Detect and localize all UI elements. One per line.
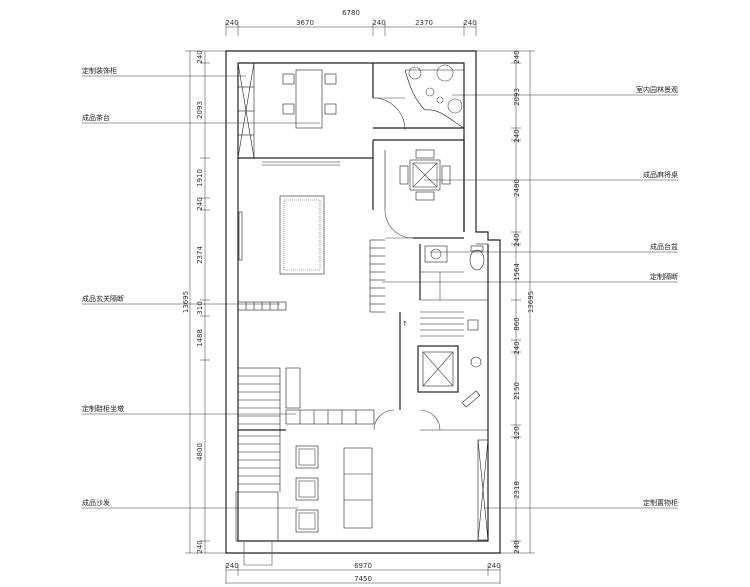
bottom-dim-1: 240 xyxy=(225,562,238,570)
top-dim-5: 240 xyxy=(463,19,476,27)
right-dim-2: 2093 xyxy=(513,88,521,106)
label-entrance-partition: 成品玄关隔断 xyxy=(82,294,124,303)
left-annotations: 定制装饰柜 成品茶台 成品玄关隔断 定制鞋柜坐墩 成品沙发 xyxy=(82,66,320,509)
tea-room xyxy=(237,62,373,166)
tea-chair xyxy=(282,103,295,115)
staircase xyxy=(369,239,385,313)
label-storage-cabinet: 定制置物柜 xyxy=(643,498,678,507)
tea-chair xyxy=(324,73,337,85)
indoor-garden xyxy=(372,63,465,131)
label-decorative-cabinet: 定制装饰柜 xyxy=(82,66,117,75)
left-dim-6: 310 xyxy=(196,301,204,314)
left-dim-1: 240 xyxy=(196,50,204,63)
small-table xyxy=(467,319,479,331)
right-dim-5: 240 xyxy=(513,233,521,246)
label-sofa: 成品沙发 xyxy=(82,498,110,507)
svg-text:↑: ↑ xyxy=(402,320,408,328)
shower-room xyxy=(417,345,459,393)
left-dim-4: 240 xyxy=(196,197,204,210)
mahjong-chair xyxy=(415,191,435,201)
label-mahjong-table: 成品麻将桌 xyxy=(643,170,678,179)
left-dim-2: 2093 xyxy=(196,101,204,119)
top-dim-2: 3670 xyxy=(296,19,314,27)
right-annotations: 室内园林景观 成品麻将桌 成品台盆 定制隔断 定制置物柜 xyxy=(382,85,678,509)
small-stool xyxy=(470,356,482,368)
left-dimension: 240 2093 1910 240 2374 310 1488 4800 240… xyxy=(182,50,226,554)
top-dim-3: 240 xyxy=(372,19,385,27)
washbasin xyxy=(424,245,448,263)
right-dim-8: 240 xyxy=(513,341,521,354)
right-dimension: 240 2093 240 2480 240 1564 860 240 2150 … xyxy=(476,50,535,554)
toilet xyxy=(469,249,485,271)
right-dim-7: 860 xyxy=(513,317,521,330)
label-washbasin: 成品台盆 xyxy=(650,242,678,251)
sofa-area xyxy=(235,439,489,566)
tea-chair xyxy=(282,73,295,85)
right-dim-9: 2150 xyxy=(513,382,521,400)
top-total-dim: 6780 xyxy=(342,9,360,17)
sofa xyxy=(343,447,373,529)
top-dimension: 6780 240 3670 240 2370 240 xyxy=(225,9,477,36)
mahjong-room xyxy=(372,139,465,239)
stair-landing: ↑ xyxy=(399,311,488,431)
left-total-dim: 13695 xyxy=(182,291,190,313)
mahjong-chair xyxy=(399,165,409,185)
left-dim-5: 2374 xyxy=(196,246,204,264)
right-dim-4: 2480 xyxy=(513,179,521,197)
right-dim-3: 240 xyxy=(513,129,521,142)
mahjong-chair xyxy=(415,149,435,159)
armchair xyxy=(295,477,319,501)
carpet xyxy=(279,195,325,275)
right-dim-1: 240 xyxy=(513,50,521,63)
plant-icon xyxy=(436,64,454,82)
label-partition: 定制隔断 xyxy=(650,272,678,281)
stone-icon xyxy=(425,87,435,97)
reclining-chair xyxy=(461,390,481,408)
left-dim-8: 4800 xyxy=(196,443,204,461)
top-dim-1: 240 xyxy=(225,19,238,27)
right-total-dim: 13695 xyxy=(527,291,535,313)
left-dim-3: 1910 xyxy=(196,169,204,187)
shoe-cabinet-long xyxy=(285,409,375,425)
right-dim-6: 1564 xyxy=(513,263,521,281)
plant-icon xyxy=(447,98,463,114)
right-dim-10: 120 xyxy=(513,426,521,439)
bottom-dim-3: 240 xyxy=(487,562,500,570)
label-garden: 室内园林景观 xyxy=(636,85,678,94)
sofa-block xyxy=(235,491,279,542)
bottom-total-dim: 7450 xyxy=(354,575,372,583)
mahjong-chair xyxy=(441,165,451,185)
plant-icon xyxy=(408,66,422,80)
shoe-bench xyxy=(285,367,301,409)
bottom-dim-2: 6970 xyxy=(354,562,372,570)
stone-icon xyxy=(436,96,444,104)
storage-cabinet xyxy=(477,439,489,541)
armchair xyxy=(295,509,319,533)
shoe-cabinet xyxy=(238,367,395,431)
bottom-dimension: 240 6970 240 7450 xyxy=(225,562,501,584)
label-tea-table: 成品茶台 xyxy=(82,113,110,122)
entrance-hall xyxy=(237,195,385,313)
tea-table xyxy=(295,69,323,129)
armchair xyxy=(295,445,319,469)
right-dim-11: 2318 xyxy=(513,481,521,499)
mahjong-table xyxy=(409,159,441,191)
top-dim-4: 2370 xyxy=(415,19,433,27)
lower-staircase xyxy=(237,367,281,492)
right-dim-12: 240 xyxy=(513,540,521,553)
left-dim-9: 240 xyxy=(196,540,204,553)
label-shoe-bench: 定制鞋柜坐墩 xyxy=(82,404,124,413)
wall-shelf xyxy=(238,211,243,261)
tea-chair xyxy=(324,103,337,115)
left-dim-7: 1488 xyxy=(196,329,204,347)
bathroom xyxy=(419,244,488,301)
